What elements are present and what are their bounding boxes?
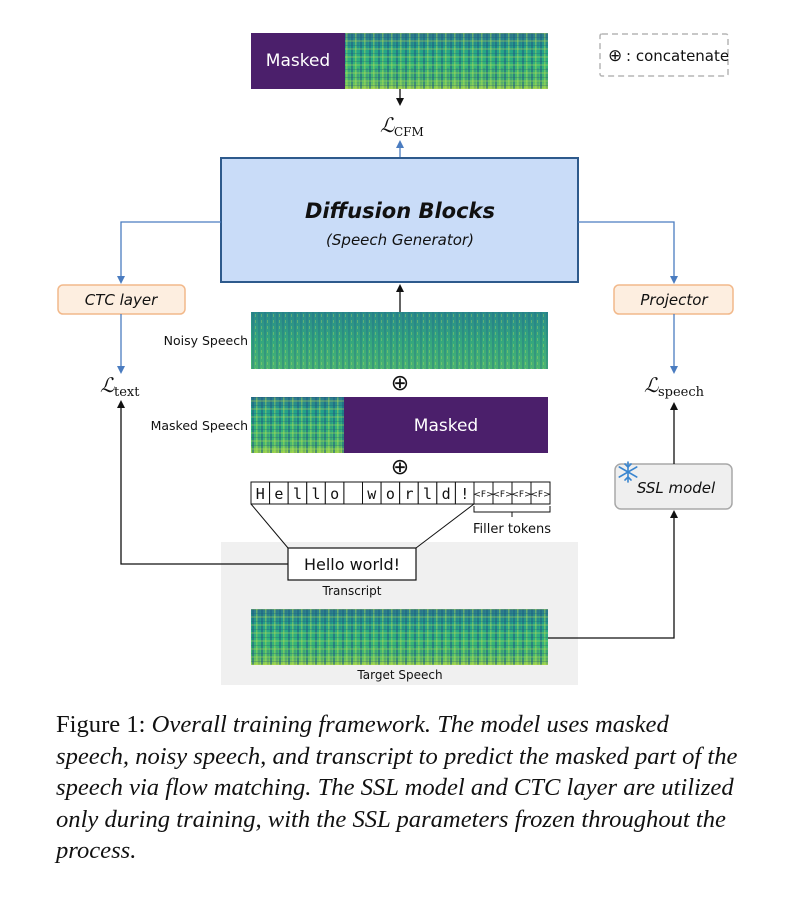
filler-tokens-label: Filler tokens xyxy=(473,522,551,537)
token-char: ! xyxy=(460,485,469,503)
token-char: H xyxy=(256,485,265,503)
arrow-diffusion-to-projector xyxy=(578,221,678,284)
concat-legend-text: : concatenate xyxy=(626,47,729,65)
transcript-expand-line-left xyxy=(250,503,289,549)
token-char: o xyxy=(330,485,339,503)
token-cell: w xyxy=(362,481,382,505)
arrow-transcript-to-text-loss xyxy=(117,400,288,565)
token-cell: l xyxy=(306,481,326,505)
token-cell: ! xyxy=(454,481,475,505)
target-speech-label: Target Speech xyxy=(356,668,442,682)
concatenate-legend: ⊕ : concatenate xyxy=(599,33,729,77)
training-framework-diagram: ⊕ : concatenate Masked ℒ CFM Diffusion B… xyxy=(57,33,734,685)
arrow-target-to-ssl xyxy=(548,510,678,639)
masked-speech-label: Masked Speech xyxy=(151,418,248,433)
token-char: l xyxy=(312,485,321,503)
caption-lead: Figure 1: xyxy=(56,711,146,738)
loss-speech-subscript: speech xyxy=(658,385,705,400)
loss-cfm-symbol: ℒ xyxy=(380,113,395,137)
top-mask-label: Masked xyxy=(266,51,330,71)
target-speech-spectrogram xyxy=(251,609,548,665)
filler-token-cell: <F> xyxy=(473,481,494,505)
ssl-model-box: SSL model xyxy=(614,461,733,510)
filler-token-cell: <F> xyxy=(511,481,532,505)
token-cell: d xyxy=(436,481,456,505)
token-char: l xyxy=(293,485,302,503)
top-output-spectrogram: Masked xyxy=(251,33,548,89)
filler-token-text: <F> xyxy=(492,490,512,500)
concat-symbol-1: ⊕ xyxy=(391,371,409,396)
diffusion-title: Diffusion Blocks xyxy=(305,199,495,223)
transcript-expand-line-right xyxy=(415,503,475,549)
noisy-speech-spectrogram xyxy=(251,312,548,369)
token-cell: e xyxy=(269,481,289,505)
token-char: r xyxy=(404,485,413,503)
transcript-label: Transcript xyxy=(322,584,382,598)
token-cell: o xyxy=(324,481,345,505)
ssl-model-label: SSL model xyxy=(637,479,716,497)
diffusion-blocks: Diffusion Blocks (Speech Generator) xyxy=(220,157,579,283)
arrow-diffusion-to-ctc xyxy=(117,221,221,284)
token-char: l xyxy=(423,485,432,503)
loss-text: ℒ text xyxy=(100,373,140,400)
token-cell: r xyxy=(399,481,419,505)
filler-token-text: <F> xyxy=(511,490,531,500)
top-mask-block xyxy=(251,33,345,89)
token-cell xyxy=(343,481,363,505)
ctc-layer-box: CTC layer xyxy=(57,284,186,315)
projector-label: Projector xyxy=(640,291,708,309)
concat-symbol-2: ⊕ xyxy=(391,455,409,480)
noisy-speech-label: Noisy Speech xyxy=(164,333,248,348)
transcript-text: Hello world! xyxy=(304,555,400,574)
loss-speech: ℒ speech xyxy=(644,373,705,400)
token-cell: l xyxy=(417,481,438,505)
token-cell: H xyxy=(250,481,271,505)
loss-text-subscript: text xyxy=(114,385,140,400)
filler-token-text: <F> xyxy=(473,490,493,500)
caption-body: Overall training framework. The model us… xyxy=(56,711,738,865)
masked-speech-mask-block xyxy=(344,397,548,453)
filler-token-text: <F> xyxy=(530,490,550,500)
filler-token-cell: <F> xyxy=(492,481,513,505)
concat-legend-symbol: ⊕ xyxy=(608,46,622,66)
diffusion-subtitle: (Speech Generator) xyxy=(326,231,474,249)
masked-speech-spectrogram: Masked xyxy=(251,397,548,453)
token-char: w xyxy=(367,485,377,503)
token-cell: l xyxy=(287,481,308,505)
ctc-layer-label: CTC layer xyxy=(85,291,158,309)
token-char: o xyxy=(386,485,395,503)
loss-cfm-subscript: CFM xyxy=(394,125,424,139)
figure-caption: Figure 1: Overall training framework. Th… xyxy=(56,709,746,867)
masked-speech-mask-label: Masked xyxy=(414,416,478,436)
token-char: e xyxy=(274,485,283,503)
loss-text-symbol: ℒ xyxy=(100,373,115,397)
token-char: d xyxy=(442,485,451,503)
transcript-box: Hello world! xyxy=(287,547,417,581)
projector-box: Projector xyxy=(613,284,734,315)
filler-token-cell: <F> xyxy=(530,481,551,505)
loss-speech-symbol: ℒ xyxy=(644,373,659,397)
filler-tokens-brace xyxy=(473,506,551,517)
snowflake-icon xyxy=(618,461,638,483)
loss-cfm: ℒ CFM xyxy=(380,113,424,139)
token-cell: o xyxy=(380,481,401,505)
